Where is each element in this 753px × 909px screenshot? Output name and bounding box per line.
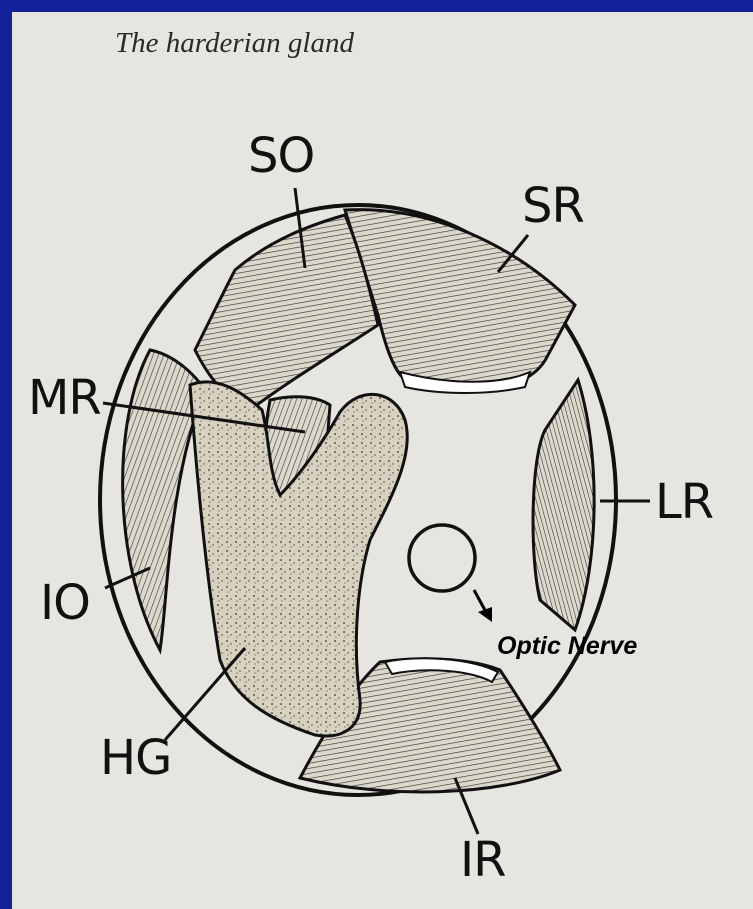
label-ir: IR	[460, 832, 506, 888]
label-sr: SR	[522, 178, 584, 234]
label-optic-nerve: Optic Nerve	[497, 632, 637, 661]
label-hg: HG	[100, 730, 171, 786]
label-io: IO	[40, 575, 90, 631]
label-so: SO	[248, 128, 314, 184]
hg-leader-line	[165, 648, 245, 740]
superior-rectus-muscle	[345, 210, 575, 384]
label-mr: MR	[28, 370, 101, 426]
optic-nerve-circle	[409, 525, 475, 591]
optic-nerve-arrow	[474, 590, 486, 612]
superior-oblique-muscle	[195, 215, 378, 410]
label-lr: LR	[655, 474, 713, 530]
lateral-rectus-muscle	[533, 380, 594, 630]
